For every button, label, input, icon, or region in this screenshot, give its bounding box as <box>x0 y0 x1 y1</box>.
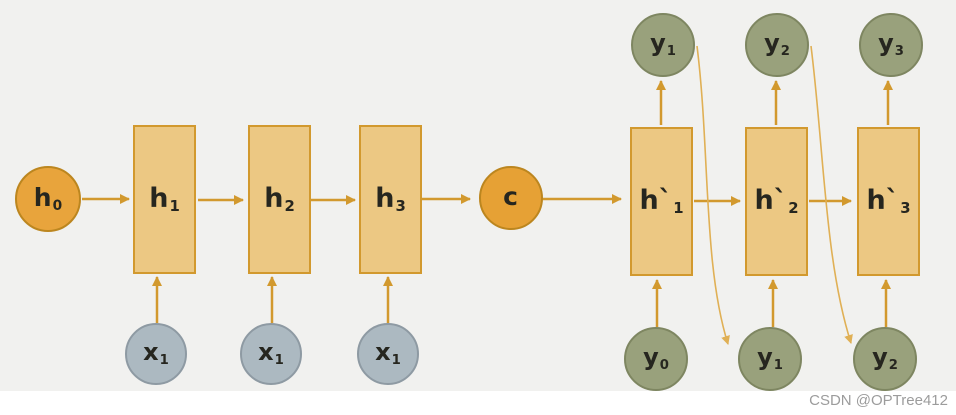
feedback-curve-y2 <box>810 45 853 344</box>
decoder-input-0: y0 <box>624 327 688 391</box>
decoder-input-1: y1 <box>738 327 802 391</box>
decoder-cell-3: h`3 <box>857 127 920 276</box>
node-label: y3 <box>878 29 904 60</box>
decoder-output-2: y2 <box>745 13 809 77</box>
encoder-input-3: x1 <box>357 323 419 385</box>
node-label: y1 <box>757 343 783 374</box>
node-label: y0 <box>643 343 669 374</box>
node-label: y2 <box>764 29 790 60</box>
encoder-cell-3: h3 <box>359 125 422 274</box>
encoder-initial-state-node: h0 <box>15 166 81 232</box>
decoder-input-2: y2 <box>853 327 917 391</box>
decoder-output-1: y1 <box>631 13 695 77</box>
encoder-input-1: x1 <box>125 323 187 385</box>
node-label: h`3 <box>866 184 911 218</box>
watermark: CSDN @OPTree412 <box>809 392 948 409</box>
node-label: h`1 <box>639 184 684 218</box>
node-label: h1 <box>149 182 180 216</box>
node-label: h0 <box>33 182 63 214</box>
node-label: y1 <box>650 29 676 60</box>
node-label: h`2 <box>754 184 799 218</box>
node-label: x1 <box>143 338 169 369</box>
node-label: x1 <box>375 338 401 369</box>
decoder-output-3: y3 <box>859 13 923 77</box>
feedback-curve-y1 <box>696 45 730 345</box>
context-vector-node: c <box>479 166 543 230</box>
encoder-cell-2: h2 <box>248 125 311 274</box>
node-label: c <box>503 181 518 211</box>
encoder-input-2: x1 <box>240 323 302 385</box>
node-label: h3 <box>375 182 406 216</box>
node-label: h2 <box>264 182 295 216</box>
decoder-cell-2: h`2 <box>745 127 808 276</box>
decoder-cell-1: h`1 <box>630 127 693 276</box>
node-label: y2 <box>872 343 898 374</box>
node-label: x1 <box>258 338 284 369</box>
encoder-cell-1: h1 <box>133 125 196 274</box>
